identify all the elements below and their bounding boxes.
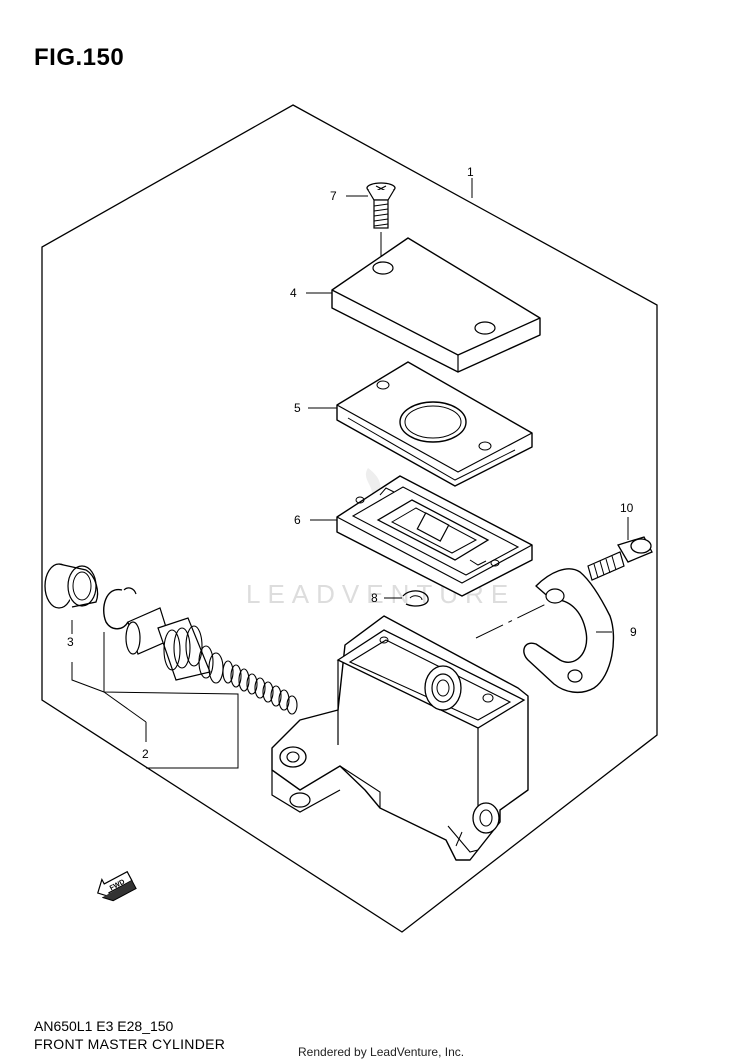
cap-part-4 bbox=[331, 237, 541, 373]
callout-5: 5 bbox=[294, 401, 301, 415]
callout-1: 1 bbox=[467, 165, 474, 179]
bolt-part-10 bbox=[587, 517, 653, 581]
leader-lines bbox=[71, 178, 629, 769]
clip-part-8 bbox=[384, 590, 429, 607]
callout-2: 2 bbox=[142, 747, 149, 761]
assembly-boundary bbox=[41, 104, 658, 933]
model-code-label: AN650L1 E3 E28_150 bbox=[34, 1018, 174, 1034]
boot-part-3 bbox=[44, 563, 99, 609]
diaphragm-plate-part-5 bbox=[336, 361, 533, 487]
circlip bbox=[103, 587, 137, 630]
callout-numbers: 1 2 3 4 5 6 7 8 9 10 bbox=[67, 165, 637, 761]
callout-9: 9 bbox=[630, 625, 637, 639]
assembly-description: FRONT MASTER CYLINDER bbox=[34, 1036, 226, 1052]
fwd-arrow-icon: FWD bbox=[97, 870, 137, 902]
diaphragm-part-6 bbox=[336, 475, 533, 597]
callout-10: 10 bbox=[620, 501, 634, 515]
figure-title: FIG.150 bbox=[34, 44, 125, 71]
callout-8: 8 bbox=[371, 591, 378, 605]
callout-6: 6 bbox=[294, 513, 301, 527]
callout-4: 4 bbox=[290, 286, 297, 300]
render-credit: Rendered by LeadVenture, Inc. bbox=[298, 1045, 465, 1059]
master-cylinder-body bbox=[271, 615, 529, 861]
piston-assembly bbox=[125, 607, 298, 715]
holder-part-9 bbox=[475, 568, 615, 694]
callout-7: 7 bbox=[330, 189, 337, 203]
callout-3: 3 bbox=[67, 635, 74, 649]
